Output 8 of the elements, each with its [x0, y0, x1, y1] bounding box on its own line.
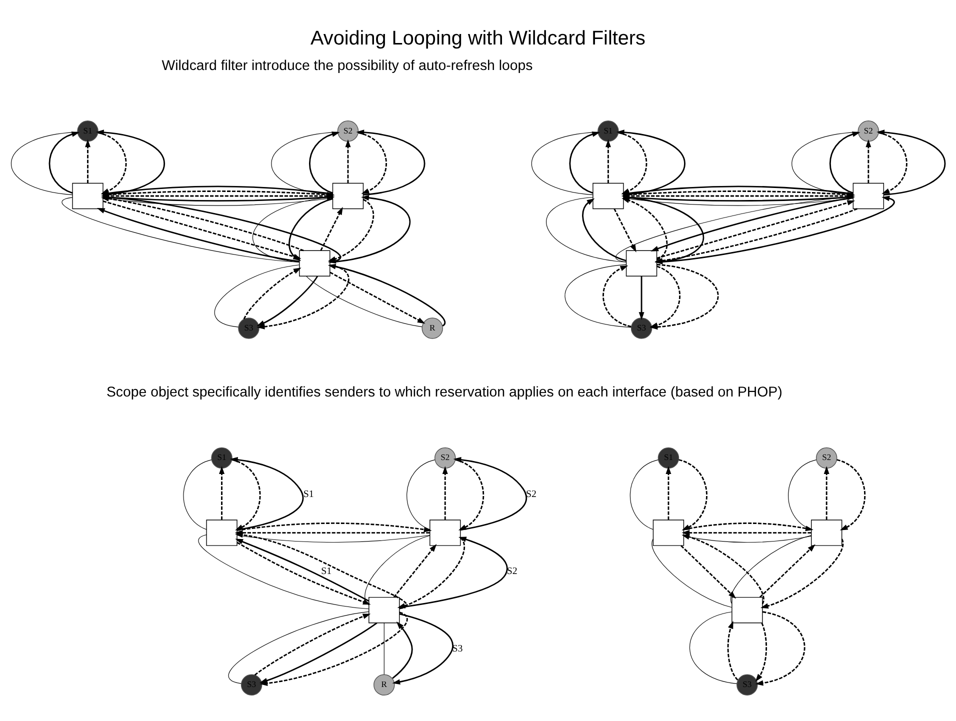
- diagram-title: Avoiding Looping with Wildcard Filters: [310, 28, 646, 50]
- edge-label: S1: [321, 566, 332, 578]
- edge-label: S1: [303, 488, 314, 500]
- edge-label: S2: [526, 488, 537, 500]
- label: Scope object specifically identifies senders to which reservation applies on each interface (based on PHOP): [106, 384, 782, 401]
- edge-label: S3: [452, 643, 463, 654]
- edge-label: S2: [506, 566, 518, 578]
- label: Wildcard filter introduce the possibility of auto-refresh loops: [162, 58, 533, 74]
